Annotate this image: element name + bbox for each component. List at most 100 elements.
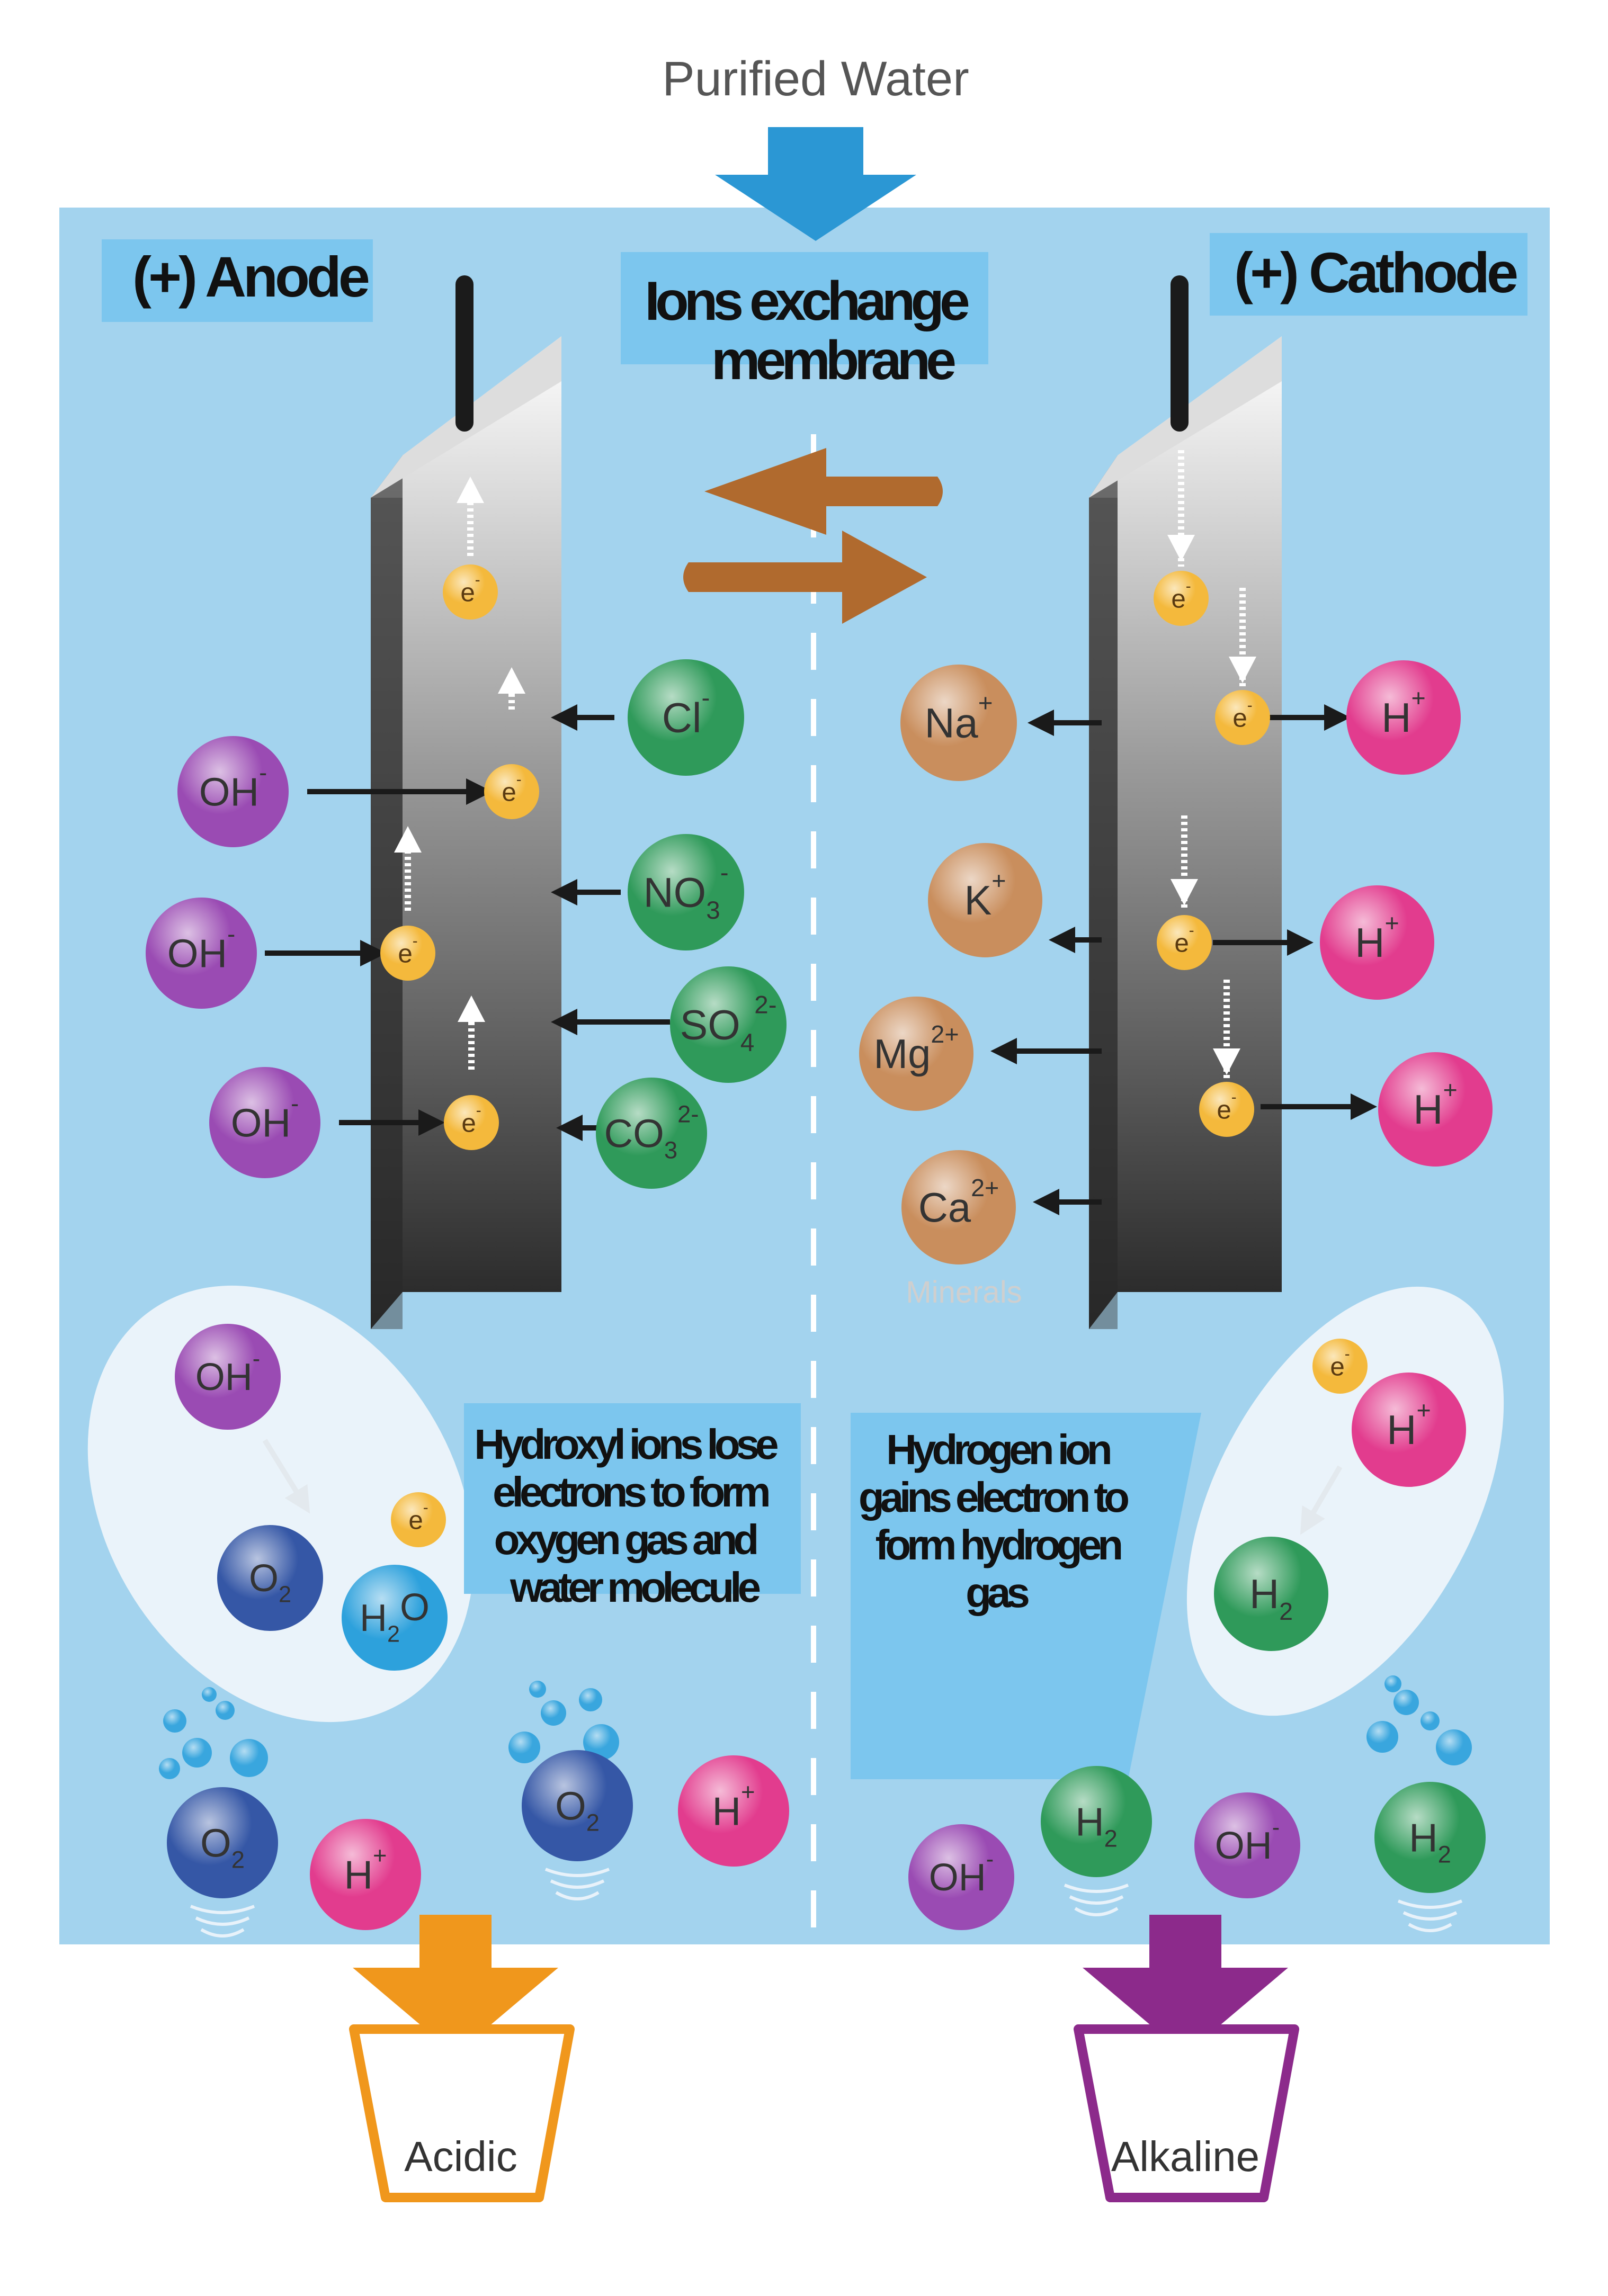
hydrogen-gas-molecule: H2: [1214, 1537, 1328, 1651]
ion-formula: e-: [398, 932, 417, 968]
gas-bubble: [541, 1700, 566, 1726]
ion-formula-base: Ca: [918, 1185, 971, 1231]
gas-bubble: [508, 1732, 540, 1763]
hydrogen-gas-molecule: H2: [1041, 1766, 1152, 1877]
ion-formula-base: OH: [167, 931, 227, 976]
ion-formula-sub: 3: [706, 896, 720, 925]
ion-formula: SO42-: [680, 991, 776, 1057]
ion-formula: e-: [502, 771, 521, 807]
gas-bubble: [182, 1738, 212, 1768]
electron: e-: [1157, 915, 1212, 970]
oxygen-molecule: O2: [522, 1750, 633, 1861]
ion-formula: OH-: [167, 921, 236, 976]
gas-bubble: [202, 1687, 217, 1702]
ion-formula-base: e: [1330, 1352, 1344, 1381]
cathode-note-line: gains electron to: [859, 1474, 1128, 1521]
molecule-sphere: [146, 898, 257, 1009]
gas-bubble: [1384, 1675, 1401, 1692]
ion-formula-sup: -: [986, 1847, 994, 1872]
anode-terminal: [455, 275, 474, 432]
ion-formula-base: H: [360, 1597, 387, 1639]
ion-formula: e-: [1232, 697, 1252, 733]
ion-formula-base: e: [398, 939, 412, 968]
molecule-sphere: [859, 997, 973, 1111]
molecule-sphere: [1346, 660, 1461, 775]
exchange-arrow-left: [704, 448, 943, 535]
molecule-sphere: [342, 1565, 448, 1671]
ion-formula-base: e: [1217, 1095, 1231, 1124]
anode-note-box: [464, 1403, 801, 1594]
ion-formula-sup: +: [978, 689, 993, 718]
ion-formula-base: H: [344, 1853, 373, 1897]
gas-bubble: [1421, 1711, 1440, 1730]
molecules: e-Cl-OH-e-NO3-OH-e-SO42-OH-e-CO32-Na+e-e…: [146, 564, 1493, 1930]
acidic-cup: [349, 2024, 575, 2202]
ripple-line: [1397, 1899, 1463, 1909]
ion-formula-sub: 2: [1104, 1825, 1118, 1852]
cathode-note-box: [851, 1413, 1201, 1779]
acidic-label: Acidic: [404, 2133, 517, 2180]
electron: e-: [444, 1095, 499, 1150]
molecule-sphere: [443, 564, 498, 620]
ion-formula-sub: 2: [1279, 1598, 1293, 1625]
acidic-output-arrow: [353, 1915, 558, 2055]
ion-formula: Ca2+: [918, 1174, 999, 1231]
molecule-sphere: [678, 1755, 789, 1867]
cathode-plate: [1089, 275, 1282, 1329]
ion-formula-base: O: [555, 1784, 586, 1828]
electron: e-: [1154, 571, 1209, 626]
cathode-note-line: gas: [966, 1569, 1029, 1616]
ion-formula-sup: -: [1345, 1346, 1350, 1363]
ion-formula-sup: +: [741, 1779, 755, 1806]
ion-formula-sup: +: [1411, 684, 1425, 712]
ion-formula-base: O: [200, 1821, 231, 1866]
ion-formula-base: O: [249, 1557, 279, 1600]
electron-flow-arrowhead: [1213, 1048, 1240, 1075]
ion-formula-sup: -: [227, 921, 235, 948]
ripple-line: [555, 1891, 600, 1900]
hydroxide-ion: OH-: [177, 736, 289, 847]
ion-formula-sup: -: [423, 1499, 428, 1517]
ion-formula: e-: [460, 571, 480, 607]
ion-formula-sup: -: [1186, 578, 1191, 595]
alkaline-cup: [1074, 2024, 1299, 2202]
molecule-sphere: [670, 966, 787, 1083]
hydroxide-ion: OH-: [175, 1324, 281, 1430]
hydroxide-ion: OH-: [1194, 1792, 1300, 1898]
ion-formula-sup: -: [291, 1090, 299, 1117]
carbonate-ion: CO32-: [596, 1078, 707, 1189]
ion-formula-base: e: [1174, 928, 1189, 957]
ion-formula-base: Mg: [873, 1032, 931, 1077]
ion-formula: H2: [1075, 1800, 1118, 1852]
electron-flow-arrowhead: [458, 995, 485, 1022]
ripple-line: [1408, 1923, 1452, 1932]
ion-formula: e-: [1171, 578, 1191, 614]
electron-flow-arrowhead: [394, 826, 422, 853]
molecule-sphere: [217, 1525, 323, 1631]
ion-formula: H+: [1355, 909, 1399, 966]
anode-note-line: water molecule: [510, 1564, 760, 1611]
electron-flow-arrowhead: [457, 477, 484, 503]
ripple-line: [544, 1868, 610, 1877]
ion-formula: Na+: [925, 689, 993, 747]
ion-formula-base: OH: [929, 1856, 986, 1899]
ion-formula-base: CO: [604, 1111, 664, 1156]
cathode-label: (+) Cathode: [1234, 240, 1517, 304]
electron: e-: [1199, 1082, 1254, 1137]
molecule-sphere: [1378, 1052, 1493, 1167]
ion-formula-base: SO: [680, 1001, 740, 1048]
ion-formula-sub: 2: [586, 1809, 600, 1836]
sulfate-ion: SO42-: [670, 966, 787, 1083]
ion-formula-sub: 3: [664, 1137, 677, 1164]
ion-formula: CO32-: [604, 1101, 699, 1164]
ion-formula-sub: 2: [1438, 1841, 1451, 1868]
gas-bubble: [216, 1701, 235, 1720]
anode-label-box: [102, 239, 373, 322]
hydrogen-ion: H+: [1346, 660, 1461, 775]
ion-formula: e-: [1217, 1089, 1236, 1125]
gas-bubble: [1436, 1729, 1472, 1765]
hydroxide-ion: OH-: [908, 1824, 1014, 1930]
molecule-sphere: [522, 1750, 633, 1861]
ion-formula-sup: 2+: [931, 1020, 959, 1048]
electron: e-: [1215, 690, 1270, 745]
